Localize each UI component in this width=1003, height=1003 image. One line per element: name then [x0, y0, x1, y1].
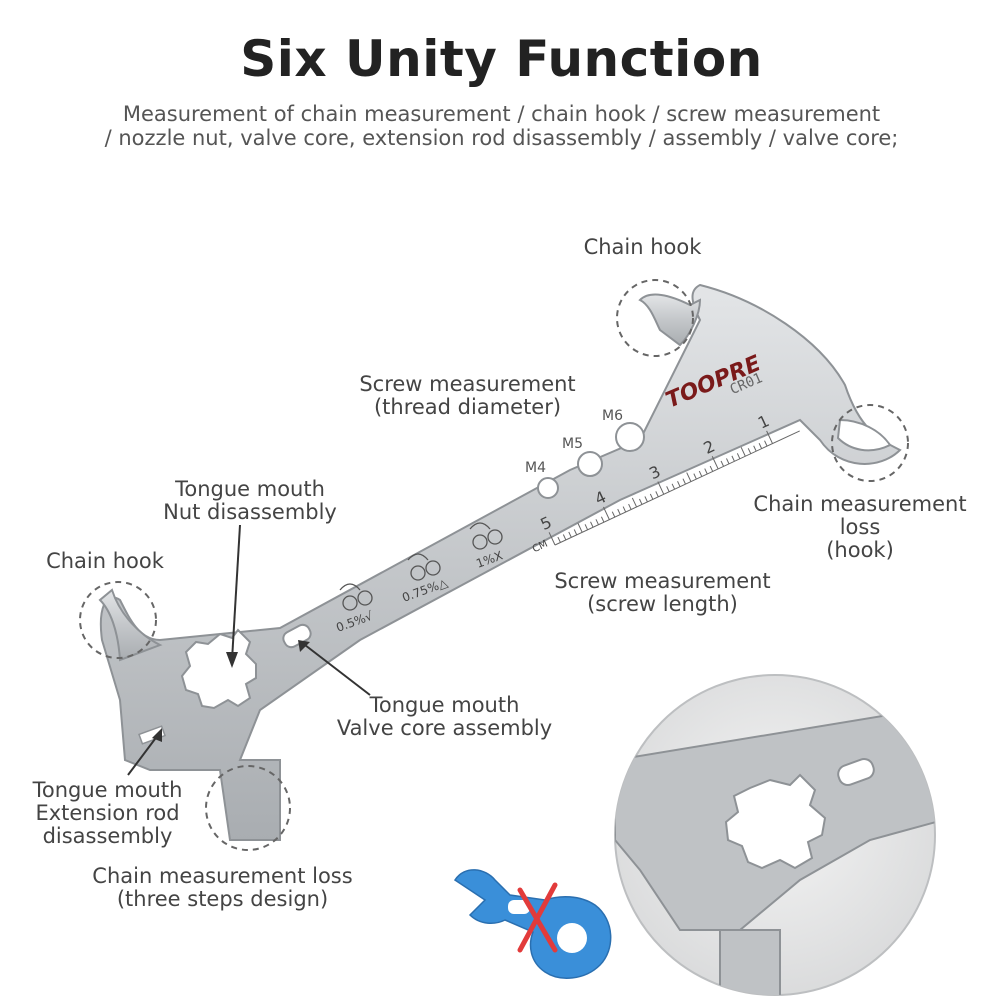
zoom-detail [614, 674, 936, 996]
hole-label-m4: M4 [525, 460, 546, 476]
label-tongue-nut-line-1: Tongue mouth [175, 477, 325, 501]
wear-mark-icon-0-75 [407, 553, 441, 581]
top-hook-horn [638, 293, 702, 347]
tool-body [99, 283, 902, 841]
label-tongue-valve: Tongue mouth Valve core assembly [322, 694, 567, 740]
label-tongue-nut-line-2: Nut disassembly [163, 500, 337, 524]
pointer-valve-arrow [298, 640, 310, 652]
label-screw-thread-line-2: (thread diameter) [373, 395, 562, 419]
page-title: Six Unity Function [240, 30, 763, 88]
label-chain-loss-steps-line-2: (three steps design) [116, 887, 329, 911]
label-chain-loss-steps: Chain measurement loss (three steps desi… [70, 865, 375, 911]
wear-mark-icon-1 [469, 522, 503, 550]
pointer-nut-arrow [226, 652, 238, 668]
subtitle-line-2: / nozzle nut, valve core, extension rod … [104, 126, 899, 150]
label-chain-loss-hook-line-1: Chain measurement [753, 492, 967, 516]
label-tongue-extension-line-2: Extension rod [35, 801, 180, 825]
cross-mark-icon [517, 882, 558, 953]
label-screw-thread-line-1: Screw measurement [359, 372, 576, 396]
label-chain-hook-top: Chain hook [570, 236, 715, 259]
hole-label-m5: M5 [562, 436, 583, 452]
hole-m4 [537, 477, 559, 499]
callout-circle-top-hook [616, 279, 694, 357]
label-screw-length-line-1: Screw measurement [554, 569, 771, 593]
label-screw-length-line-2: (screw length) [587, 592, 738, 616]
label-chain-hook-left-text: Chain hook [46, 549, 164, 573]
hole-m6 [615, 422, 645, 452]
hole-m5 [577, 451, 603, 477]
wear-mark-icon-0-5 [339, 583, 373, 611]
label-tongue-extension: Tongue mouth Extension rod disassembly [15, 779, 200, 848]
label-tongue-extension-line-3: disassembly [42, 824, 173, 848]
label-tongue-nut: Tongue mouth Nut disassembly [140, 478, 360, 524]
label-chain-loss-hook: Chain measurement loss (hook) [740, 493, 980, 562]
label-tongue-extension-line-1: Tongue mouth [32, 778, 183, 802]
pointer-nut [231, 524, 241, 661]
label-chain-loss-hook-line-3: (hook) [826, 538, 894, 562]
label-tongue-valve-line-1: Tongue mouth [369, 693, 520, 717]
pointer-extension [127, 734, 159, 776]
label-chain-loss-steps-line-1: Chain measurement loss [92, 864, 353, 888]
pointer-extension-arrow [152, 728, 162, 742]
label-screw-thread: Screw measurement (thread diameter) [340, 373, 595, 419]
star-nut-opening [180, 628, 257, 710]
label-screw-length: Screw measurement (screw length) [535, 570, 790, 616]
callout-circle-left-hook [79, 581, 157, 659]
pointer-valve [304, 644, 371, 696]
left-hook-horn [98, 588, 163, 662]
callout-circle-right-hook [831, 404, 909, 482]
label-chain-loss-hook-line-2: loss [839, 515, 881, 539]
hole-label-m6: M6 [602, 408, 623, 424]
label-tongue-valve-line-2: Valve core assembly [336, 716, 553, 740]
right-hook-notch [836, 418, 892, 452]
label-chain-hook-top-text: Chain hook [583, 235, 702, 259]
subtitle-line-1: Measurement of chain measurement / chain… [122, 102, 881, 126]
label-chain-hook-left: Chain hook [30, 550, 180, 573]
callout-circle-extension [205, 765, 291, 851]
